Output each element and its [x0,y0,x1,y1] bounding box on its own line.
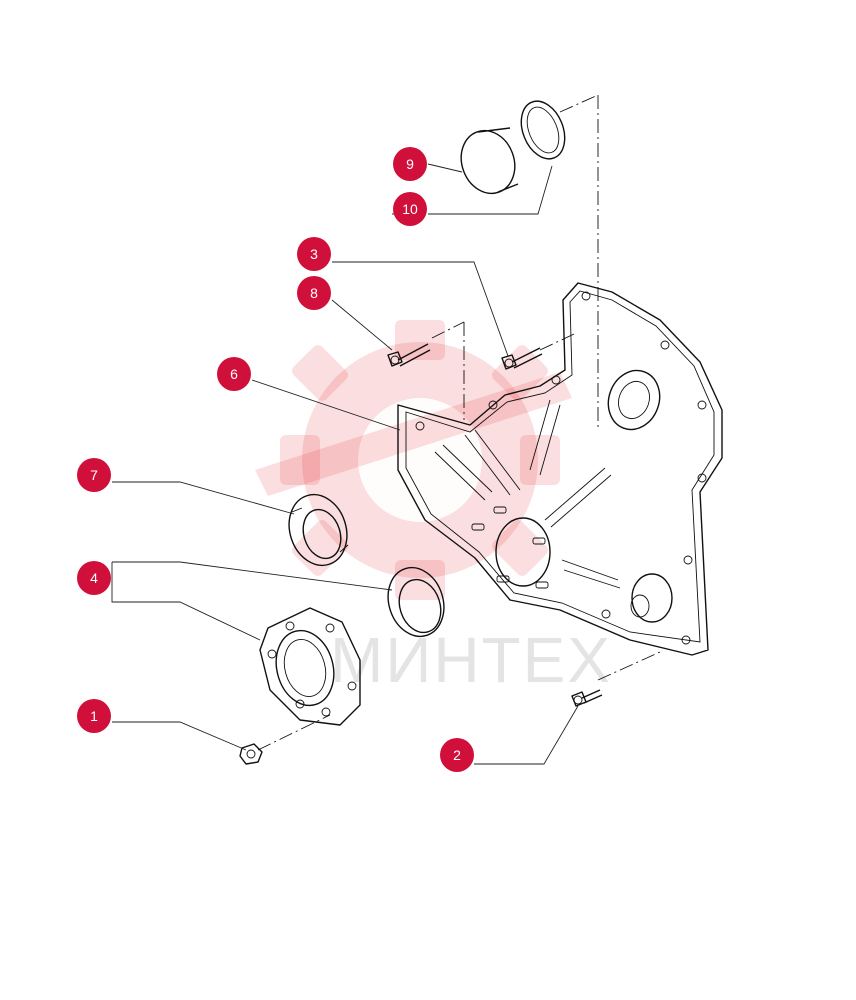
axis-bolt2-line [597,651,661,681]
callout-1[interactable]: 1 [77,699,111,733]
callout-10-label: 10 [402,201,418,217]
leader-7 [112,481,295,515]
callout-2-label: 2 [453,747,461,763]
axis-cap-link [559,94,599,113]
leader-3 [332,261,509,357]
oil-seal-lower [387,566,445,638]
nut [239,743,263,765]
callout-8[interactable]: 8 [297,276,331,310]
callout-9[interactable]: 9 [393,147,427,181]
leader-lines [111,163,579,765]
callout-8-label: 8 [310,285,318,301]
leader-4b [111,562,261,641]
bolt-2 [571,689,603,707]
leader-6 [251,379,401,431]
oil-seal-upper [288,493,349,567]
bolt-3 [501,347,543,370]
axis-nut-line [257,714,331,751]
callout-3[interactable]: 3 [297,237,331,271]
axis-bolt3-link [539,333,575,351]
o-ring [520,100,566,160]
callout-10[interactable]: 10 [393,192,427,226]
cap [460,127,519,195]
watermark-text: МИНТЕХ [330,624,612,696]
leader-10 [428,165,553,215]
callout-3-label: 3 [310,246,318,262]
leader-2 [474,705,579,765]
callout-7[interactable]: 7 [77,458,111,492]
leader-8 [331,299,393,351]
leader-1 [112,721,247,751]
seal-housing [259,607,361,726]
callout-9-label: 9 [406,156,414,172]
callouts: 9 10 3 8 6 7 4 1 [77,147,474,772]
bolt-8 [387,343,431,367]
callout-6-label: 6 [230,366,238,382]
callout-4-label: 4 [90,570,98,586]
leader-9 [427,163,463,173]
assembly-axes [257,94,661,751]
axis-bolt-link [431,321,465,339]
callout-2[interactable]: 2 [440,738,474,772]
callout-1-label: 1 [90,708,98,724]
callout-7-label: 7 [90,467,98,483]
callout-6[interactable]: 6 [217,357,251,391]
leader-4a [112,561,393,591]
callout-4[interactable]: 4 [77,561,111,595]
timing-cover [397,282,723,656]
